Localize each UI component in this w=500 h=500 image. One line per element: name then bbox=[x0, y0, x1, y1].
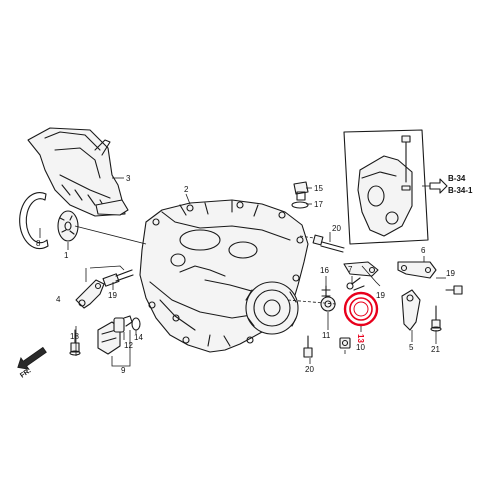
reference-b34: B-34 bbox=[448, 174, 466, 183]
callout-15: 15 bbox=[314, 184, 323, 193]
callout-10: 10 bbox=[356, 343, 365, 352]
nut-part-10[interactable] bbox=[339, 337, 351, 349]
callout-18: 18 bbox=[70, 332, 79, 341]
reference-b34-1: B-34-1 bbox=[448, 186, 473, 195]
callout-2: 2 bbox=[184, 185, 189, 194]
callout-11: 11 bbox=[322, 331, 331, 340]
bolt-part-20-bottom[interactable] bbox=[303, 335, 313, 358]
o-ring-part-12[interactable] bbox=[113, 315, 133, 333]
transmission-case-part-2[interactable] bbox=[139, 199, 309, 353]
callout-13: 13 bbox=[356, 334, 365, 343]
callout-20-bottom: 20 bbox=[305, 365, 314, 374]
bolt-part-18[interactable] bbox=[69, 329, 81, 356]
bolt-part-19-left[interactable] bbox=[102, 269, 134, 287]
reference-arrow bbox=[429, 178, 448, 194]
callout-12: 12 bbox=[124, 341, 133, 350]
callout-19-left: 19 bbox=[108, 291, 117, 300]
callout-19-mid: 19 bbox=[376, 291, 385, 300]
shift-housing[interactable] bbox=[357, 135, 413, 237]
callout-14: 14 bbox=[134, 333, 143, 342]
washer-part-17[interactable] bbox=[291, 201, 309, 209]
callout-21: 21 bbox=[431, 345, 440, 354]
washer-part-11[interactable] bbox=[320, 296, 336, 312]
bracket-part-5[interactable] bbox=[401, 289, 421, 331]
callout-4: 4 bbox=[56, 295, 61, 304]
fitting-part-7[interactable] bbox=[346, 277, 365, 291]
cover-part-3[interactable] bbox=[27, 127, 129, 217]
snap-ring-part-8[interactable] bbox=[19, 192, 49, 250]
plug-part-15[interactable] bbox=[293, 181, 309, 201]
bracket-part-4[interactable] bbox=[75, 279, 105, 309]
callout-1: 1 bbox=[64, 251, 69, 260]
front-label: FR. bbox=[19, 367, 32, 379]
bracket-part-6[interactable] bbox=[397, 261, 437, 279]
callout-6: 6 bbox=[421, 246, 426, 255]
lever-part-19-mid[interactable] bbox=[343, 261, 379, 277]
bolt-part-21[interactable] bbox=[430, 305, 442, 332]
callout-19-right: 19 bbox=[446, 269, 455, 278]
bolt-part-19-right[interactable] bbox=[445, 285, 463, 295]
callout-8: 8 bbox=[36, 239, 41, 248]
washer-part-14[interactable] bbox=[131, 317, 141, 331]
callout-16: 16 bbox=[320, 266, 329, 275]
callout-3: 3 bbox=[126, 174, 131, 183]
callout-labels: 1 2 3 4 5 6 7 8 9 10 11 12 13 14 15 16 1… bbox=[36, 174, 455, 375]
front-direction-arrow bbox=[17, 346, 47, 370]
oil-seal-part-13[interactable] bbox=[343, 291, 379, 327]
callout-7: 7 bbox=[348, 265, 353, 274]
callout-20-top: 20 bbox=[332, 224, 341, 233]
callout-17: 17 bbox=[314, 200, 323, 209]
bolt-part-20-top[interactable] bbox=[312, 234, 345, 253]
plate-part-1[interactable] bbox=[57, 210, 79, 242]
leader-lines bbox=[39, 177, 446, 367]
subassembly-box bbox=[343, 129, 429, 245]
callout-9: 9 bbox=[121, 366, 126, 375]
callout-5: 5 bbox=[409, 343, 414, 352]
